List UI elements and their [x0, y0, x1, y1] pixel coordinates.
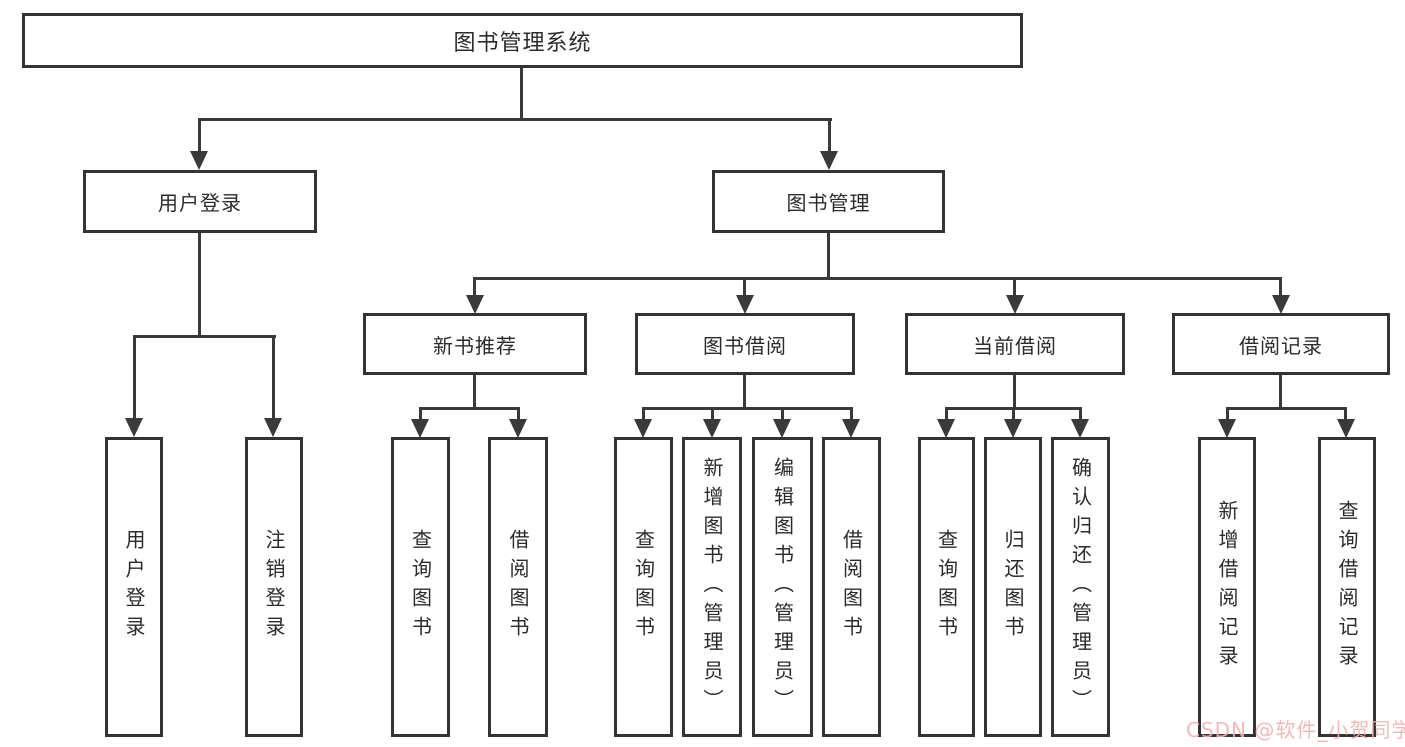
connector-arrow-stem — [198, 119, 201, 152]
node-label: 用户登录 — [158, 191, 242, 215]
leaf-borrow-books-borrowing: 借阅图书 — [822, 437, 881, 737]
connector-arrow-stem — [711, 408, 714, 420]
connector-stem — [473, 375, 476, 409]
leaf-query-books-current: 查询图书 — [918, 437, 975, 737]
leaf-query-borrow-record: 查询借阅记录 — [1318, 437, 1376, 737]
connector-arrow-stem — [1226, 408, 1229, 420]
node-label: 新书推荐 — [433, 333, 517, 358]
connector-level3-rail — [473, 277, 1282, 280]
connector-arrow-stem — [1344, 408, 1347, 420]
connector-level2-rail — [198, 118, 832, 121]
connector-userlogin-rail — [133, 335, 276, 338]
arrowhead-icon — [509, 419, 527, 438]
connector-arrow-stem — [1079, 408, 1082, 420]
arrowhead-icon — [1006, 295, 1024, 314]
connector-root-stem — [520, 68, 523, 120]
connector-arrow-stem — [419, 408, 422, 420]
arrowhead-icon — [736, 295, 754, 314]
node-book-management: 图书管理 — [712, 170, 945, 233]
node-label: 归还图书 — [1001, 529, 1025, 645]
leaf-user-login: 用户登录 — [105, 437, 163, 737]
node-new-book-recommend: 新书推荐 — [363, 313, 587, 375]
connector-arrow-stem — [828, 119, 831, 152]
arrowhead-icon — [937, 419, 955, 438]
connector-stem — [1279, 375, 1282, 409]
node-label: 图书借阅 — [703, 333, 787, 358]
arrowhead-icon — [820, 151, 838, 170]
connector-arrow-stem — [743, 278, 746, 296]
connector-bookmgmt-stem — [827, 233, 830, 279]
connector-arrow-stem — [945, 408, 948, 420]
connector-rail — [642, 407, 853, 410]
node-label: 新增借阅记录 — [1215, 500, 1239, 674]
arrowhead-icon — [1004, 419, 1022, 438]
node-label: 借阅记录 — [1239, 333, 1323, 358]
leaf-query-books-borrowing: 查询图书 — [614, 437, 673, 737]
node-label: 借阅图书 — [839, 529, 864, 645]
leaf-return-book: 归还图书 — [984, 437, 1042, 737]
connector-stem — [743, 375, 746, 409]
leaf-query-books-recommend: 查询图书 — [391, 437, 450, 737]
leaf-add-borrow-record: 新增借阅记录 — [1198, 437, 1256, 737]
leaf-edit-book-admin: 编辑图书（管理员） — [752, 437, 813, 737]
arrowhead-icon — [125, 418, 143, 437]
arrowhead-icon — [411, 419, 429, 438]
connector-rail — [419, 407, 520, 410]
connector-arrow-stem — [781, 408, 784, 420]
connector-arrow-stem — [1013, 278, 1016, 296]
node-label: 确认归还（管理员） — [1068, 456, 1093, 718]
connector-arrow-stem — [1012, 408, 1015, 420]
connector-rail — [1226, 407, 1347, 410]
arrowhead-icon — [634, 419, 652, 438]
node-label: 注销登录 — [262, 529, 286, 645]
arrowhead-icon — [1218, 419, 1236, 438]
connector-arrow-stem — [473, 278, 476, 296]
node-root: 图书管理系统 — [22, 13, 1023, 68]
node-label: 新增图书（管理员） — [700, 456, 724, 718]
connector-arrow-stem — [517, 408, 520, 420]
arrowhead-icon — [190, 151, 208, 170]
connector-arrow-stem — [272, 336, 275, 419]
connector-arrow-stem — [850, 408, 853, 420]
arrowhead-icon — [1272, 295, 1290, 314]
node-label: 查询图书 — [408, 529, 433, 645]
node-current-borrowing: 当前借阅 — [905, 313, 1125, 375]
node-user-login: 用户登录 — [83, 170, 317, 233]
arrowhead-icon — [773, 419, 791, 438]
connector-userlogin-stem — [198, 233, 201, 337]
arrowhead-icon — [703, 419, 721, 438]
node-label: 当前借阅 — [973, 333, 1057, 358]
node-borrow-records: 借阅记录 — [1172, 313, 1390, 375]
connector-arrow-stem — [1279, 278, 1282, 296]
connector-stem — [1013, 375, 1016, 409]
arrowhead-icon — [1337, 419, 1355, 438]
leaf-logout: 注销登录 — [245, 437, 303, 737]
node-label: 用户登录 — [122, 529, 146, 645]
arrowhead-icon — [264, 418, 282, 437]
node-label: 查询图书 — [631, 529, 656, 645]
node-label: 图书管理系统 — [453, 30, 592, 56]
node-book-borrowing: 图书借阅 — [635, 313, 855, 375]
arrowhead-icon — [1071, 419, 1089, 438]
arrowhead-icon — [842, 419, 860, 438]
arrowhead-icon — [466, 295, 484, 314]
connector-arrow-stem — [642, 408, 645, 420]
leaf-add-book-admin: 新增图书（管理员） — [682, 437, 742, 737]
connector-arrow-stem — [133, 336, 136, 419]
node-label: 图书管理 — [786, 191, 871, 215]
node-label: 借阅图书 — [506, 529, 530, 645]
leaf-borrow-books-recommend: 借阅图书 — [488, 437, 548, 737]
node-label: 编辑图书（管理员） — [770, 456, 795, 718]
leaf-confirm-return-admin: 确认归还（管理员） — [1051, 437, 1110, 737]
node-label: 查询借阅记录 — [1335, 500, 1359, 674]
csdn-watermark: CSDN @软件_小贺同学 — [1186, 718, 1405, 742]
node-label: 查询图书 — [934, 529, 959, 645]
